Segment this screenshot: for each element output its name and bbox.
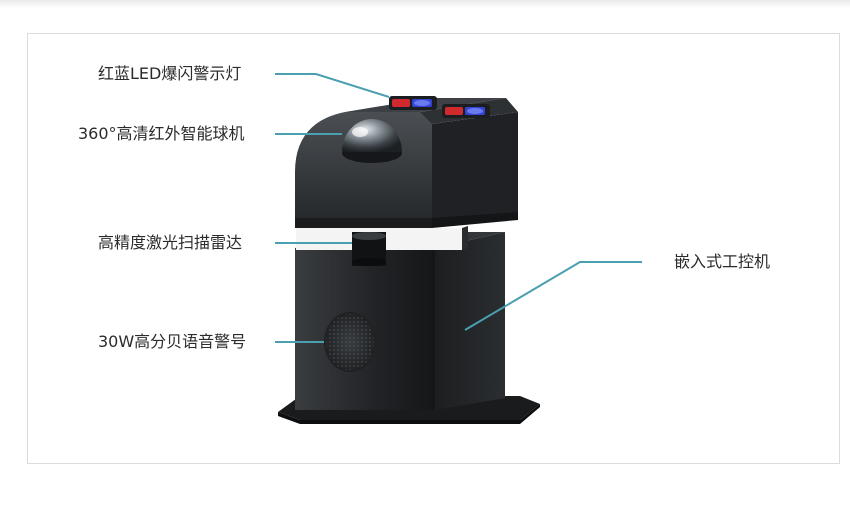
leader-line-computer — [464, 261, 642, 331]
label-industrial-computer: 嵌入式工控机 — [674, 252, 771, 271]
label-led-lights: 红蓝LED爆闪警示灯 — [98, 64, 242, 83]
dome-camera — [342, 119, 402, 152]
label-dome-camera: 360°高清红外智能球机 — [78, 124, 245, 143]
led-warning-lights — [389, 96, 490, 118]
leader-line-led — [275, 73, 390, 98]
label-lidar: 高精度激光扫描雷达 — [98, 233, 243, 252]
label-speaker: 30W高分贝语音警号 — [98, 332, 247, 351]
lower-body-side — [435, 232, 505, 410]
top-strip — [0, 0, 850, 8]
